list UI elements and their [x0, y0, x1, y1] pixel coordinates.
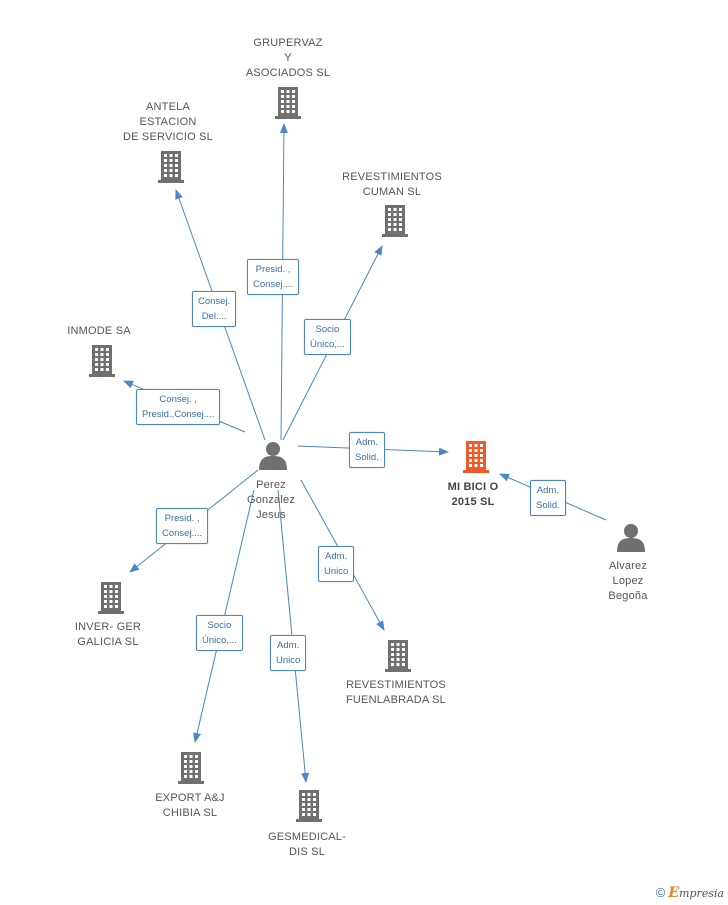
- edge-label-revestimientos_cuman[interactable]: Socio Único,...: [304, 319, 351, 355]
- building-icon-gesmedical[interactable]: [296, 790, 322, 822]
- node-label-gesmedical[interactable]: GESMEDICAL- DIS SL: [268, 831, 346, 858]
- node-label-export[interactable]: EXPORT A&J CHIBIA SL: [155, 792, 225, 819]
- building-icon-export[interactable]: [178, 752, 204, 784]
- building-icon-antela[interactable]: [158, 151, 184, 183]
- node-label-inverger[interactable]: INVER- GER GALICIA SL: [74, 621, 142, 648]
- building-icon-grupervaz[interactable]: [275, 87, 301, 119]
- edge-label-inverger[interactable]: Presid. , Consej....: [156, 508, 209, 544]
- edge-label-mibicio[interactable]: Adm. Solid.: [530, 480, 566, 516]
- building-icon-revestimientos_cuman[interactable]: [382, 205, 408, 237]
- building-icon-revestimientos_fuenlabrada[interactable]: [385, 640, 411, 672]
- empresia-logo[interactable]: Empresia: [668, 885, 724, 901]
- building-icon-inmode[interactable]: [89, 345, 115, 377]
- node-label-mibicio[interactable]: MI BICI O 2015 SL: [447, 481, 499, 508]
- edge-label-antela[interactable]: Consej. Del....: [192, 291, 237, 327]
- building-icon-inverger[interactable]: [98, 582, 124, 614]
- person-icon-alvarez[interactable]: [617, 524, 645, 552]
- node-label-antela[interactable]: ANTELA ESTACION DE SERVICIO SL: [122, 101, 214, 143]
- footer-brand: © Empresia: [656, 885, 724, 901]
- edge-label-inmode[interactable]: Consej. , Presid.,Consej....: [136, 389, 221, 425]
- node-label-revestimientos_cuman[interactable]: REVESTIMIENTOS CUMAN SL: [342, 171, 442, 198]
- brand-initial: E: [668, 885, 680, 901]
- edge-label-grupervaz[interactable]: Presid. , Consej....: [247, 259, 300, 295]
- person-icon-perez[interactable]: [259, 442, 287, 470]
- brand-rest: mpresia: [679, 887, 724, 900]
- node-label-perez[interactable]: Perez Gonzalez Jesus: [246, 479, 296, 521]
- building-icon-mibicio[interactable]: [463, 441, 489, 473]
- edge-label-revestimientos_fuenlabrada[interactable]: Adm. Unico: [318, 546, 355, 582]
- node-label-grupervaz[interactable]: GRUPERVAZ Y ASOCIADOS SL: [245, 37, 331, 79]
- node-label-revestimientos_fuenlabrada[interactable]: REVESTIMIENTOS FUENLABRADA SL: [345, 679, 446, 706]
- copyright-symbol: ©: [655, 885, 666, 900]
- edge-label-mibicio[interactable]: Adm. Solid.: [349, 432, 385, 468]
- edge-label-gesmedical[interactable]: Adm. Unico: [270, 635, 307, 671]
- node-label-alvarez[interactable]: Alvarez Lopez Begoña: [608, 560, 648, 602]
- edge-label-export[interactable]: Socio Único,...: [196, 615, 243, 651]
- node-label-inmode[interactable]: INMODE SA: [67, 325, 131, 337]
